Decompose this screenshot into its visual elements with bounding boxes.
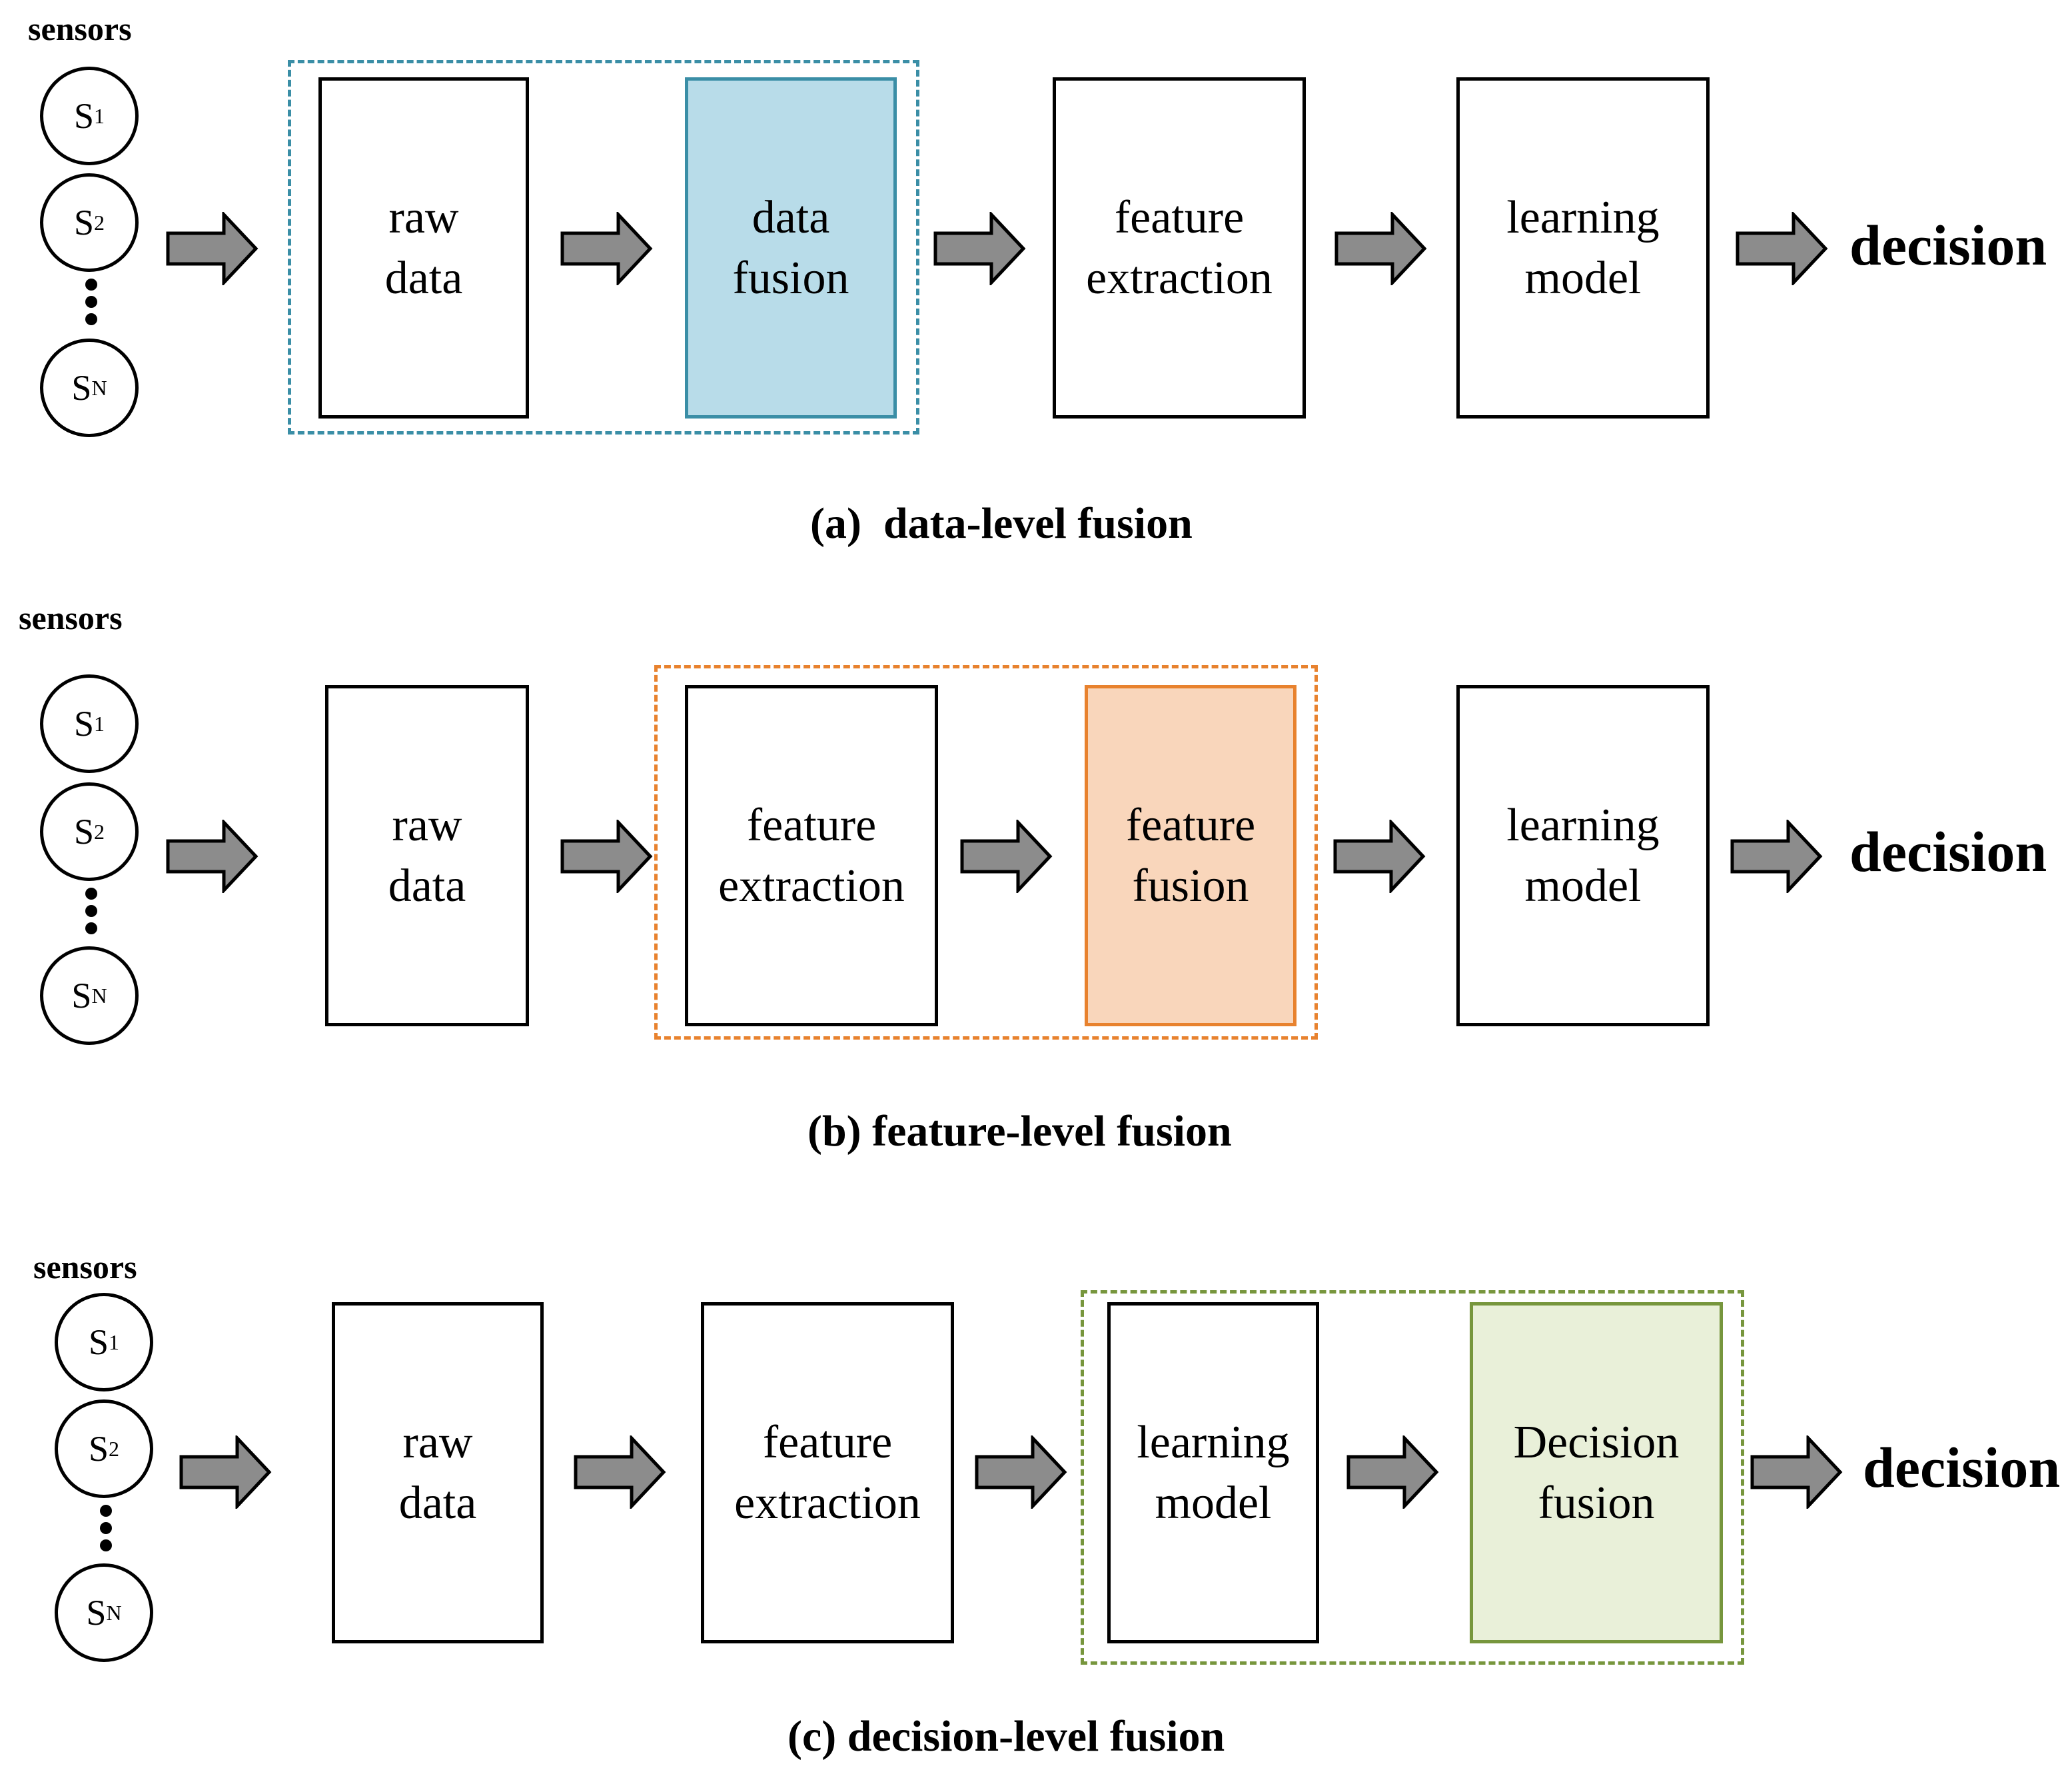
caption-b: (b) feature-level fusion [807,1107,1232,1156]
decision-fusion-line2: fusion [1538,1477,1655,1529]
feature-extraction-line2: extraction [718,860,905,912]
arrow-right-icon [933,212,1026,285]
arrow-right-icon [1333,820,1426,893]
feature-fusion-line1: feature [1125,800,1256,851]
raw-data-box: raw data [332,1302,544,1643]
learning-model-box: learning model [1456,77,1710,419]
sensor-s2-letter: S [73,812,95,852]
raw-data-line2: data [398,1477,477,1529]
caption-a: (a) data-level fusion [810,499,1193,548]
sensor-sn-letter: S [71,976,92,1016]
raw-data-box: raw data [318,77,529,419]
sensors-label: sensors [19,599,123,636]
raw-data-line1: raw [392,800,462,851]
feature-extraction-line2: extraction [1086,253,1273,304]
sensor-s2-letter: S [73,203,95,243]
ellipsis-dots [85,888,99,940]
feature-extraction-line1: feature [762,1417,893,1468]
learning-model-box: learning model [1456,685,1710,1026]
sensor-sn-letter: S [86,1593,107,1633]
raw-data-line1: raw [402,1417,473,1468]
raw-data-line1: raw [388,192,459,243]
feature-fusion-line2: fusion [1132,860,1249,912]
ellipsis-dots [85,279,99,331]
feature-level-fusion-group [654,665,1318,1040]
arrow-right-icon [1334,212,1427,285]
feature-extraction-line1: feature [1114,192,1245,243]
sensor-s1-letter: S [73,704,95,744]
arrow-right-icon [960,820,1053,893]
sensor-s1-letter: S [73,96,95,136]
learning-model-line1: learning [1506,192,1660,243]
decision-output: decision [1863,1435,2061,1499]
arrow-right-icon [1730,820,1823,893]
feature-extraction-box: feature extraction [685,685,938,1026]
arrow-right-icon [574,1435,666,1509]
feature-extraction-line1: feature [746,800,877,851]
feature-extraction-box: feature extraction [701,1302,954,1643]
learning-model-line1: learning [1137,1417,1290,1468]
sensor-s2-letter: S [88,1429,109,1469]
learning-model-line2: model [1155,1477,1272,1529]
learning-model-line2: model [1524,860,1642,912]
arrow-right-icon [975,1435,1067,1509]
decision-fusion-box: Decision fusion [1470,1302,1723,1643]
sensors-label: sensors [28,10,132,47]
data-fusion-line2: fusion [732,253,849,304]
arrow-right-icon [1736,212,1828,285]
arrow-right-icon [166,820,259,893]
feature-extraction-line2: extraction [734,1477,921,1529]
sensors-label: sensors [33,1248,137,1286]
raw-data-line2: data [384,253,463,304]
learning-model-line2: model [1524,253,1642,304]
sensor-sn-letter: S [71,368,92,408]
raw-data-box: raw data [325,685,529,1026]
feature-fusion-box: feature fusion [1085,685,1296,1026]
arrow-right-icon [560,212,653,285]
arrow-right-icon [1750,1435,1843,1509]
arrow-right-icon [179,1435,272,1509]
learning-model-line1: learning [1506,800,1660,851]
decision-fusion-line1: Decision [1513,1417,1680,1468]
arrow-right-icon [1346,1435,1439,1509]
decision-level-fusion-group [1081,1290,1744,1665]
arrow-right-icon [560,820,653,893]
decision-output: decision [1849,820,2047,884]
arrow-right-icon [166,212,259,285]
decision-output: decision [1849,213,2047,277]
sensor-s1-letter: S [88,1322,109,1362]
ellipsis-dots [100,1505,113,1557]
feature-extraction-box: feature extraction [1053,77,1306,419]
data-fusion-line1: data [752,192,830,243]
data-level-fusion-group [288,60,919,435]
caption-c: (c) decision-level fusion [787,1712,1225,1761]
data-fusion-box: data fusion [685,77,897,419]
learning-model-box: learning model [1107,1302,1319,1643]
raw-data-line2: data [388,860,466,912]
